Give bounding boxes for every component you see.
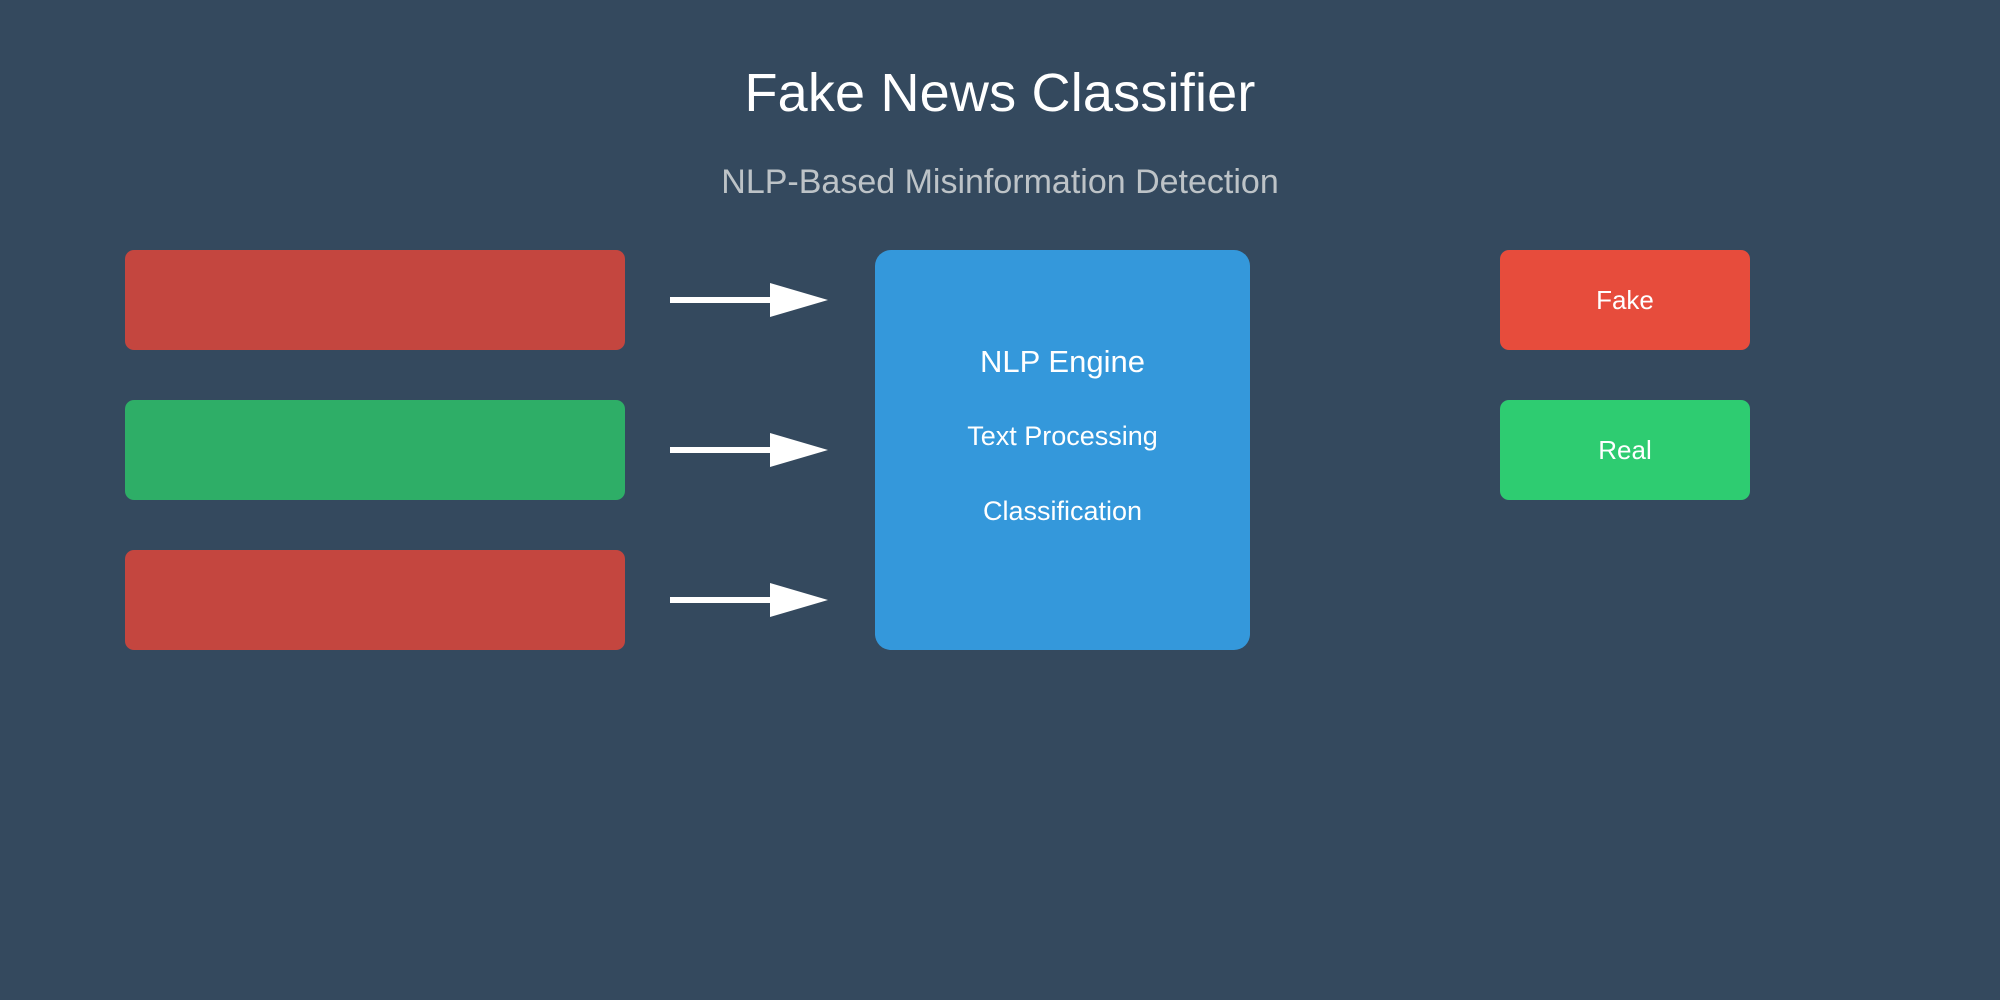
input-article-bar-3[interactable] — [125, 550, 625, 650]
input-article-bar-2[interactable] — [125, 400, 625, 500]
output-badge-real-label: Real — [1598, 435, 1652, 465]
page-subtitle: NLP-Based Misinformation Detection — [721, 163, 1279, 201]
output-badge-fake-label: Fake — [1596, 285, 1654, 315]
right-arrow-icon — [670, 277, 830, 323]
page-title: Fake News Classifier — [744, 63, 1256, 123]
engine-title-label: NLP Engine — [980, 344, 1145, 379]
output-badge-fake[interactable]: Fake — [1500, 250, 1750, 350]
right-arrow-icon — [670, 577, 830, 623]
engine-step-text-processing: Text Processing — [967, 421, 1158, 451]
output-badge-real[interactable]: Real — [1500, 400, 1750, 500]
engine-step-classification: Classification — [982, 496, 1143, 526]
nlp-engine-box[interactable]: NLP Engine Text Processing Classificatio… — [875, 250, 1250, 650]
right-arrow-icon — [670, 427, 830, 473]
input-article-bar-1[interactable] — [125, 250, 625, 350]
